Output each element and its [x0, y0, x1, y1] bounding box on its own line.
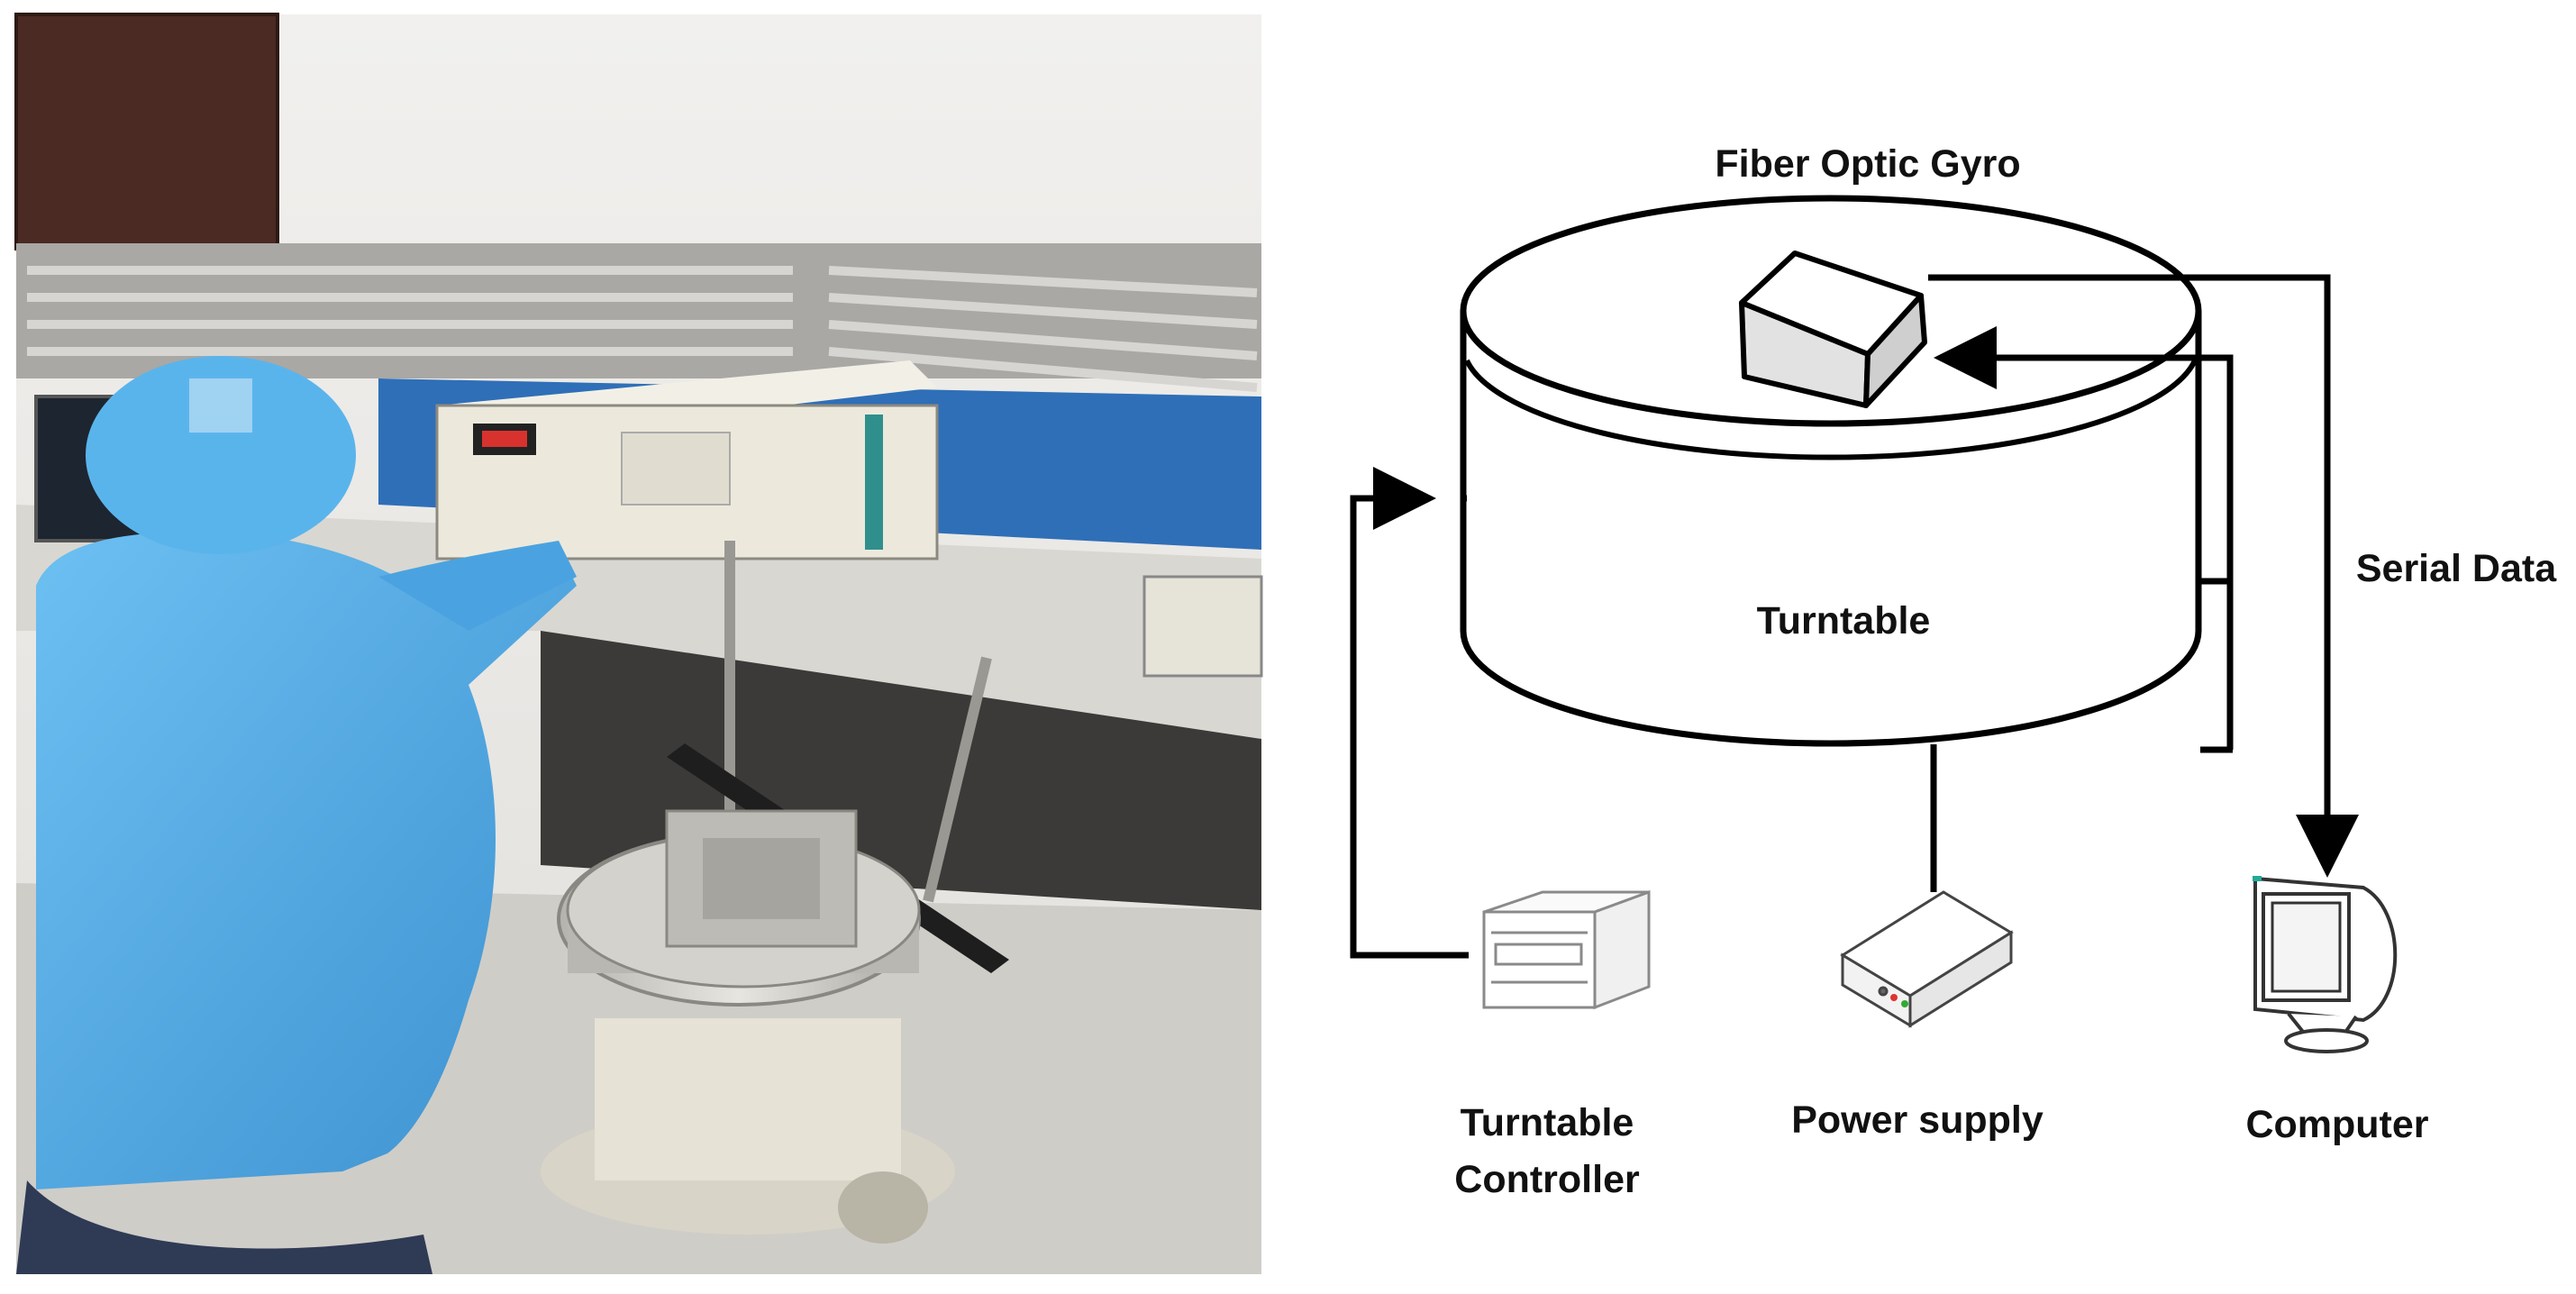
serial-data-line: [1928, 274, 2359, 878]
rod-right: [923, 656, 992, 903]
gyro-feedback-line: [1934, 326, 2234, 750]
turntable-equipment: [541, 809, 955, 1244]
technician-cap: [86, 356, 356, 554]
label-turntable-controller-line2: Controller: [1454, 1158, 1640, 1201]
setup-diagram: [1350, 195, 2359, 959]
label-fiber-optic-gyro: Fiber Optic Gyro: [1715, 142, 2020, 186]
door: [16, 14, 278, 249]
turntable-controller-icon: [1482, 889, 1651, 1010]
label-turntable: Turntable: [1757, 599, 1931, 642]
technician: [16, 356, 577, 1274]
label-computer: Computer: [2245, 1103, 2428, 1146]
label-power-supply: Power supply: [1791, 1098, 2044, 1142]
label-turntable-controller-line1: Turntable: [1461, 1101, 1634, 1144]
computer-monitor-icon: [2253, 876, 2398, 1053]
partition-blinds: [27, 266, 1258, 392]
label-serial-data: Serial Data: [2356, 547, 2557, 590]
fiber-optic-gyro-cube: [1739, 251, 1927, 408]
small-instrument: [1142, 575, 1263, 678]
controller-line: [1350, 467, 1469, 959]
lab-photo: [14, 13, 1263, 1274]
power-supply-icon: [1840, 890, 2014, 1028]
test-instrument: [435, 360, 939, 560]
